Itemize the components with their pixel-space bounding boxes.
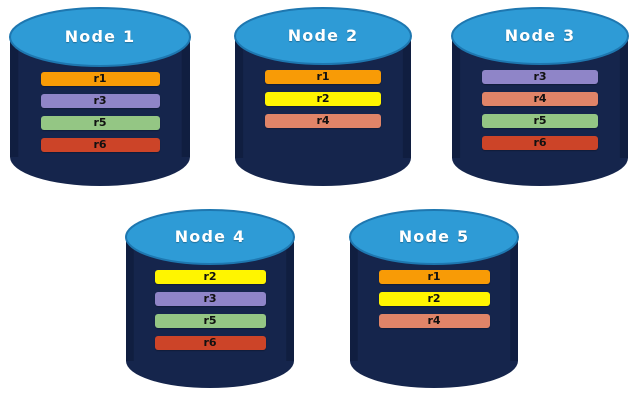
replica-bar-r2[interactable]: r2 [154,270,266,284]
cylinder-top-lid [9,7,191,67]
cylinder-left-shade [126,237,134,361]
cylinder-left-shade [452,36,461,158]
cylinder-top-lid [125,209,295,265]
cylinder-top-lid [234,7,412,65]
replica-bar-list: r3 r4 r5 r6 [450,70,630,150]
replica-bar-r6[interactable]: r6 [482,136,598,150]
replica-bar-list: r2 r3 r5 r6 [124,270,296,350]
replica-bar-r1[interactable]: r1 [265,70,381,84]
cylinder-right-shade [181,37,190,157]
replica-bar-r4[interactable]: r4 [482,92,598,106]
replica-bar-r3[interactable]: r3 [154,292,266,306]
replica-bar-r3[interactable]: r3 [40,94,160,108]
replica-bar-list: r1 r3 r5 r6 [8,72,192,152]
replica-bar-r5[interactable]: r5 [482,114,598,128]
replica-bar-list: r1 r2 r4 [233,70,413,128]
replica-bar-list: r1 r2 r4 [348,270,520,328]
replica-bar-r4[interactable]: r4 [265,114,381,128]
replica-bar-r4[interactable]: r4 [378,314,490,328]
cylinder-top-lid [349,209,519,265]
cylinder-right-shade [510,237,518,361]
replica-bar-r1[interactable]: r1 [40,72,160,86]
cylinder-right-shade [402,36,411,158]
cylinder-right-shade [619,36,628,158]
cylinder-left-shade [10,37,19,157]
replica-bar-r5[interactable]: r5 [154,314,266,328]
replica-bar-r6[interactable]: r6 [154,336,266,350]
cylinder-top-lid [451,7,629,65]
replica-bar-r2[interactable]: r2 [265,92,381,106]
replica-bar-r3[interactable]: r3 [482,70,598,84]
replica-bar-r1[interactable]: r1 [378,270,490,284]
cylinder-left-shade [235,36,244,158]
replica-bar-r2[interactable]: r2 [378,292,490,306]
replica-bar-r6[interactable]: r6 [40,138,160,152]
cylinder-left-shade [350,237,358,361]
cylinder-right-shade [286,237,294,361]
replica-bar-r5[interactable]: r5 [40,116,160,130]
